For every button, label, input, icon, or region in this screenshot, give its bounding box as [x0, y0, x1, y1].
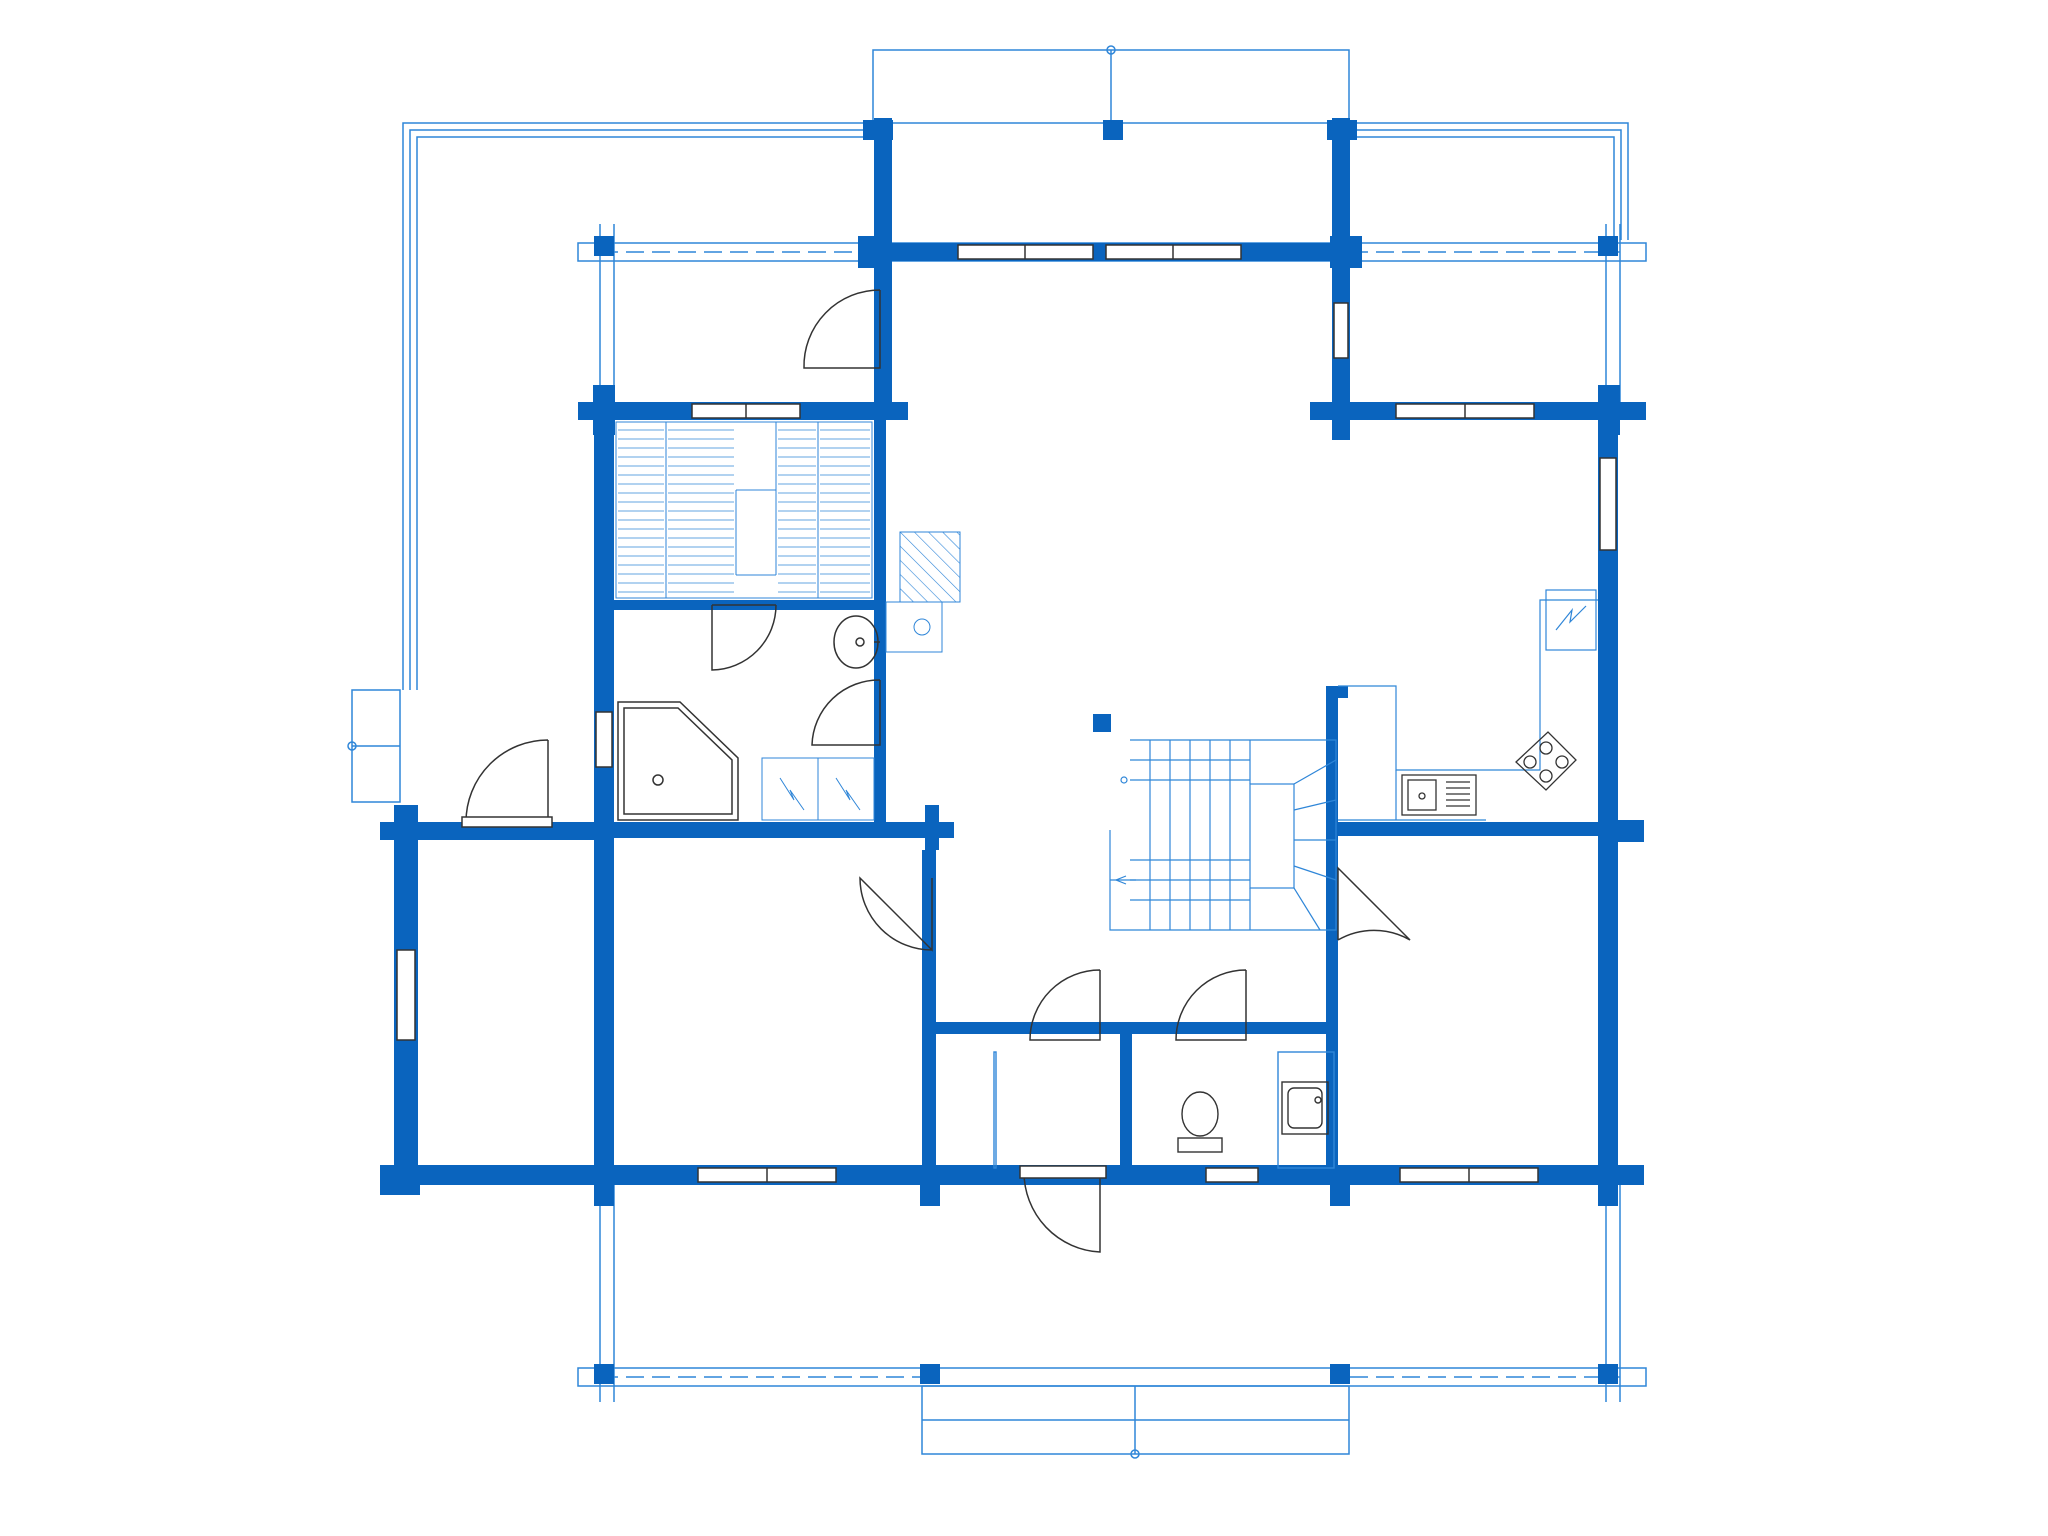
wall-bay-east [1332, 118, 1350, 263]
sauna-heaters [761, 757, 875, 821]
door-main-entrance [1023, 1171, 1101, 1253]
doors [461, 289, 1411, 1253]
bath-fixtures [617, 615, 880, 821]
window-south-wc [1205, 1167, 1259, 1183]
wall-bay-west [874, 118, 892, 263]
northwest-railing [402, 122, 873, 690]
stove-hatch [899, 531, 961, 603]
sauna-benches [615, 421, 873, 599]
wall-bath-south [614, 822, 954, 838]
kitchen-counter [1338, 599, 1598, 771]
wc-fixtures [993, 1051, 1335, 1169]
window-bath-west [595, 711, 613, 768]
washbasin-wc [1281, 1081, 1329, 1135]
shower-cabin [617, 701, 739, 821]
door-wc [1175, 969, 1247, 1041]
northeast-railing [1349, 122, 1629, 240]
sauna-slats [618, 429, 870, 593]
door-north-terrace [803, 289, 881, 369]
windows [396, 244, 1617, 1183]
toilet [1181, 1091, 1219, 1137]
door-closet [1029, 969, 1101, 1041]
window-east-bay [1333, 302, 1349, 359]
door-bedroom-se [1337, 866, 1411, 941]
door-bath [811, 679, 881, 746]
window-west-wing [396, 949, 416, 1041]
stove [885, 601, 943, 653]
wall-kitchen-south [1326, 822, 1616, 836]
cooktop [1515, 731, 1577, 791]
wall-west-inner [594, 402, 614, 1202]
wc-partition [993, 1051, 997, 1169]
window-east [1599, 457, 1617, 551]
walls [380, 118, 1646, 1384]
door-sauna [711, 604, 777, 671]
fridge [1545, 589, 1597, 651]
kitchen [1338, 589, 1598, 821]
wall-east [1598, 402, 1618, 1202]
kitchen-sink [1401, 774, 1477, 816]
door-bedroom-sw [859, 876, 933, 952]
main-staircase [1109, 739, 1337, 931]
door-west-entry [465, 739, 549, 823]
terrace-dashes [600, 251, 1620, 1378]
